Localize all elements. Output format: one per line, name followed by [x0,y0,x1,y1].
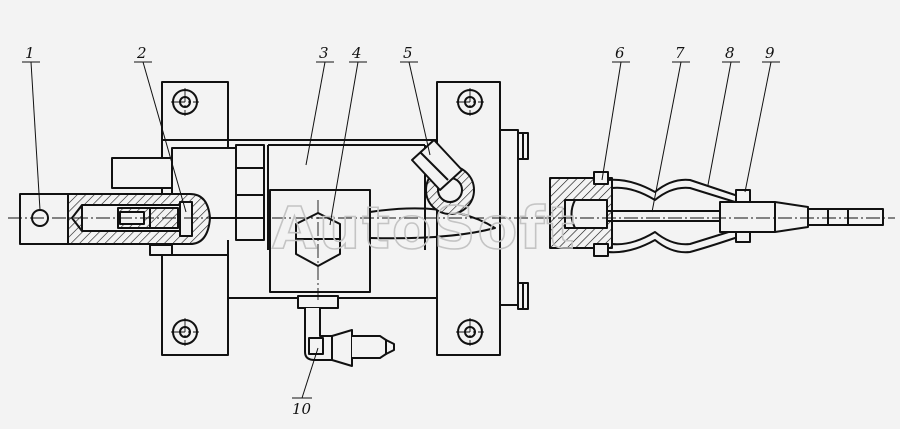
angled-plug [411,139,475,215]
callout-7: 7 [675,44,685,62]
callout-2: 2 [136,44,147,62]
rod-eye [19,193,69,245]
callout-4: 4 [351,44,362,62]
callout-8: 8 [725,44,735,62]
left-piston-section [67,193,211,245]
center-lines [8,88,895,346]
watermark-text: AutoSoft [272,194,576,262]
callout-1: 1 [25,44,35,62]
callout-5: 5 [403,44,413,62]
right-mounting-flange [436,81,529,356]
callout-3: 3 [319,44,329,62]
callout-10: 10 [292,400,312,418]
callout-6: 6 [615,44,625,62]
leader-lines [22,61,780,399]
elbow-fitting [297,295,395,367]
callout-9: 9 [765,44,775,62]
right-boot-assembly [549,171,884,257]
callout-labels: 1 2 3 4 5 6 7 8 9 10 [25,44,775,418]
